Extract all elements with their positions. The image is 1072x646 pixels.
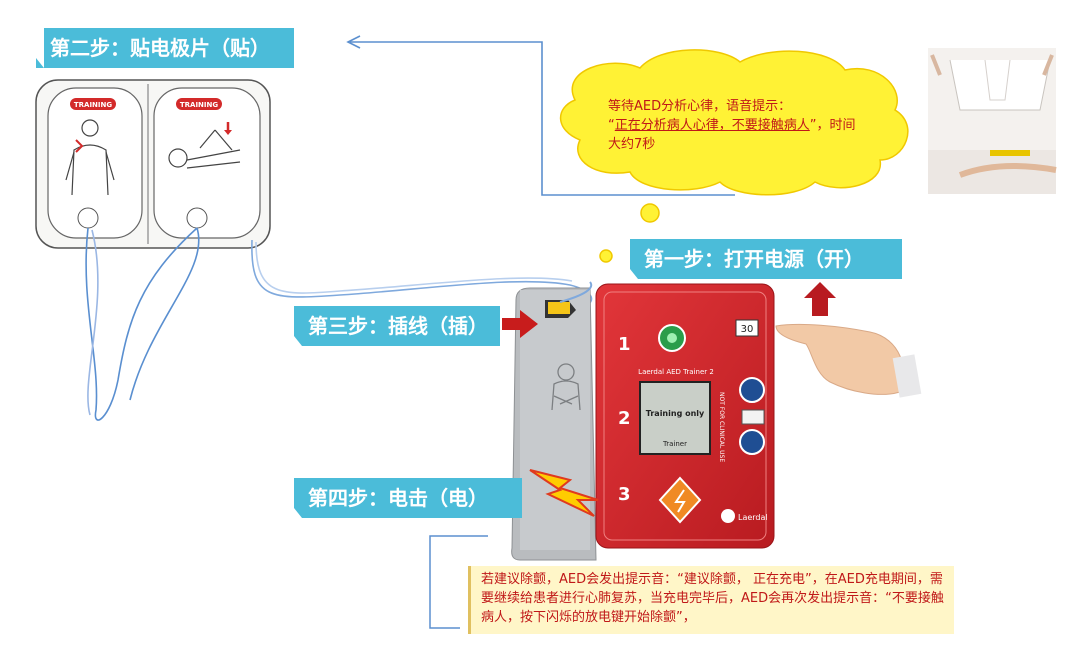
pad-label-2: TRAINING (180, 101, 219, 109)
flow-arrow-step2 (346, 35, 735, 196)
step1-label: 第一步：打开电源（开） (644, 247, 864, 271)
brand-logo: Laerdal (738, 513, 768, 522)
body-outline-icon (65, 119, 241, 196)
cloud-underlined-text: 正在分析病人心律，不要接触病人 (614, 118, 810, 133)
step1-banner: 第一步：打开电源（开） (630, 239, 902, 279)
pad-label-1: TRAINING (74, 101, 113, 109)
step-number-3: 3 (618, 484, 631, 505)
aed-device: 1 2 3 30 Laerdal AED Trainer 2 Training … (511, 281, 775, 561)
cloud-tail: ”，时间大约7秒 (608, 118, 856, 152)
step2-label: 第二步：贴电极片（贴） (50, 36, 270, 60)
screen-text-2: Trainer (662, 440, 687, 448)
shock-note: 若建议除颤，AED会发出提示音：“建议除颤， 正在充电”，在AED充电期间，需要… (468, 566, 954, 634)
shock-note-text: 若建议除颤，AED会发出提示音：“建议除颤， 正在充电”，在AED充电期间，需要… (481, 572, 944, 625)
patient-figure-icon (551, 363, 581, 411)
thought-cloud (559, 49, 909, 263)
step4-banner: 第四步：电击（电） (294, 478, 522, 518)
step4-label: 第四步：电击（电） (308, 486, 488, 510)
lightning-icon (529, 469, 599, 517)
hand-icon (775, 323, 922, 398)
step2-banner: 第二步：贴电极片（贴） (36, 28, 294, 68)
power-arrow-icon (804, 282, 836, 316)
note-bracket (429, 535, 488, 629)
cloud-line1: 等待AED分析心律，语音提示： (608, 99, 792, 114)
plug-arrow-icon (502, 310, 538, 338)
electrode-pads: TRAINING TRAINING (35, 79, 271, 249)
cloud-quote-open: “ (608, 118, 615, 133)
brand-label: Laerdal AED Trainer 2 (638, 368, 714, 376)
patient-photo (928, 48, 1057, 194)
step-number-2: 2 (618, 408, 631, 429)
step3-banner: 第三步：插线（插） (294, 306, 500, 346)
step-number-1: 1 (618, 334, 631, 355)
step3-label: 第三步：插线（插） (308, 314, 488, 338)
screen-text-1: Training only (646, 409, 705, 418)
cloud-caption: 等待AED分析心律，语音提示： “正在分析病人心律，不要接触病人”，时间大约7秒 (608, 97, 856, 154)
counter-label: 30 (741, 324, 754, 335)
side-warning-text: NOT FOR CLINICAL USE (718, 392, 725, 462)
